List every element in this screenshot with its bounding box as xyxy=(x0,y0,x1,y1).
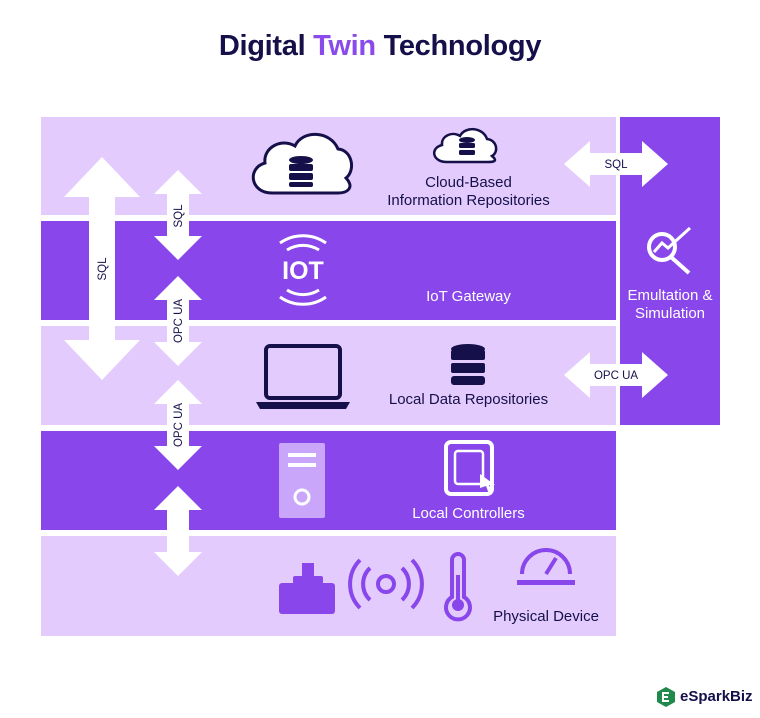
side-bottom-arrow-label: OPC UA xyxy=(594,370,638,382)
laptop-icon xyxy=(256,344,350,409)
emulation-simulation-label: Emultation & Simulation xyxy=(627,287,713,322)
joystick-icon xyxy=(279,563,335,614)
cloud-database-icon xyxy=(251,132,354,195)
physical-device-label: Physical Device xyxy=(493,608,599,625)
small-cloud-database-icon xyxy=(433,128,498,164)
database-icon xyxy=(451,344,485,385)
cloud-iot-arrow-label: SQL xyxy=(173,204,185,228)
left-sql-arrow xyxy=(64,157,140,380)
tablet-touch-icon xyxy=(444,440,495,496)
layer-iot-gateway: IoT Gateway xyxy=(41,221,616,320)
local-controllers-arrow-label: OPC UA xyxy=(173,403,185,447)
layer-cloud: Cloud-Based Information Repositories xyxy=(41,117,616,215)
left-arrow-label: SQL xyxy=(97,257,109,281)
cloud-iot-arrow xyxy=(154,170,202,260)
local-controllers-label: Local Controllers xyxy=(412,505,525,522)
brand-hexagon-icon xyxy=(657,687,675,707)
thermometer-icon xyxy=(444,552,472,622)
local-data-label: Local Data Repositories xyxy=(388,391,549,408)
iot-gateway-label: IoT Gateway xyxy=(426,288,511,305)
iot-signal-icon xyxy=(279,234,327,306)
pc-tower-icon xyxy=(279,443,325,518)
iot-local-arrow-label: OPC UA xyxy=(173,299,185,343)
sensor-signal-icon xyxy=(348,558,424,610)
layer-local-controllers: Local Controllers xyxy=(41,431,616,530)
iot-logo-text: IOT xyxy=(282,257,324,285)
controllers-device-arrow xyxy=(154,486,202,576)
side-top-arrow-label: SQL xyxy=(604,159,628,171)
search-chart-icon xyxy=(647,226,692,275)
cloud-label: Cloud-Based Information Repositories xyxy=(387,174,550,209)
gauge-icon xyxy=(517,548,575,585)
iot-local-arrow xyxy=(154,276,202,366)
brand-name: eSparkBiz xyxy=(680,688,753,705)
diagram-title: Digital Twin Technology xyxy=(218,30,542,62)
local-to-side-arrow xyxy=(564,352,668,398)
cloud-to-side-arrow xyxy=(564,141,668,187)
local-controllers-arrow xyxy=(154,380,202,470)
